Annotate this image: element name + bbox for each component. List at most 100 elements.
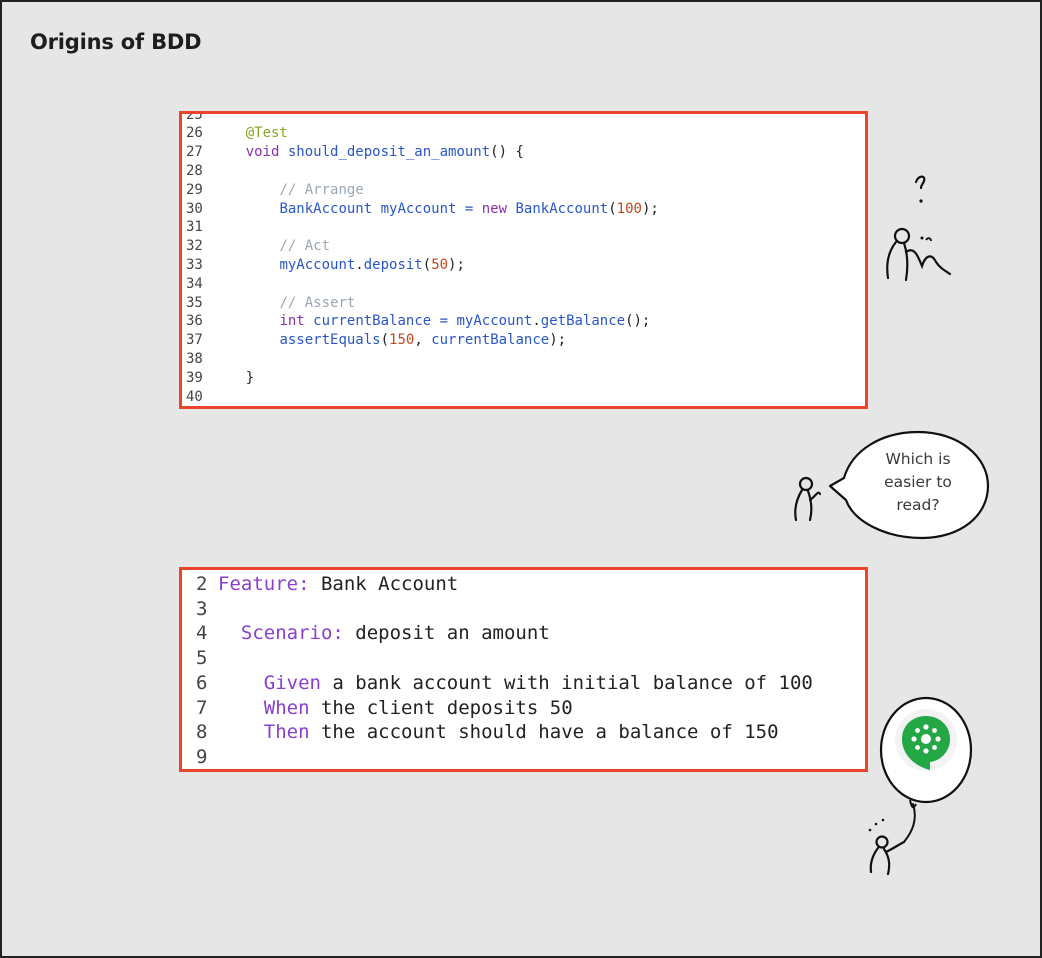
code-line: 31 bbox=[186, 218, 212, 237]
line-number: 27 bbox=[186, 144, 203, 161]
code-token: 50 bbox=[431, 257, 449, 273]
line-number: 36 bbox=[186, 313, 203, 330]
line-number: 40 bbox=[186, 388, 203, 405]
code-token: myAccount bbox=[380, 200, 457, 217]
code-line: 28 bbox=[186, 162, 212, 181]
code-line: 36 int currentBalance = myAccount.getBal… bbox=[186, 312, 650, 331]
code-token: . bbox=[355, 257, 364, 273]
line-number: 26 bbox=[186, 125, 203, 142]
code-token: BankAccount bbox=[279, 200, 373, 217]
code-token: ( bbox=[380, 332, 390, 349]
code-token: myAccount bbox=[456, 313, 533, 330]
speech-bubble bbox=[828, 430, 990, 540]
code-line: 29 // Arrange bbox=[186, 181, 364, 200]
line-number: 35 bbox=[186, 294, 203, 311]
line-number: 31 bbox=[186, 219, 203, 236]
cucumber-logo-icon bbox=[895, 709, 957, 771]
gherkin-text: deposit an amount bbox=[343, 622, 550, 645]
code-token: ( bbox=[608, 200, 617, 217]
code-token bbox=[212, 370, 246, 386]
gherkin-text: a bank account with initial balance of 1… bbox=[320, 671, 813, 694]
line-number: 9 bbox=[196, 745, 208, 768]
code-token: ); bbox=[448, 257, 465, 273]
code-token bbox=[212, 182, 279, 198]
line-number: 6 bbox=[196, 671, 208, 694]
code-token: (); bbox=[625, 313, 651, 330]
code-token: } bbox=[245, 369, 255, 386]
code-token: = bbox=[431, 313, 457, 330]
speech-bubble-line: Which is bbox=[885, 450, 951, 468]
gherkin-keyword: When bbox=[263, 696, 310, 719]
gherkin-line: 4 Scenario: deposit an amount bbox=[196, 621, 550, 646]
code-token bbox=[212, 125, 246, 141]
code-line: 34 bbox=[186, 275, 212, 294]
gherkin-text bbox=[218, 721, 264, 743]
gherkin-line: 6 Given a bank account with initial bala… bbox=[196, 671, 813, 696]
code-line: 38 bbox=[186, 350, 212, 369]
line-number: 32 bbox=[186, 238, 203, 255]
code-line: 26 @Test bbox=[186, 124, 288, 143]
person-question-icon bbox=[886, 175, 952, 282]
line-number: 8 bbox=[196, 721, 208, 744]
line-number: 37 bbox=[186, 332, 203, 349]
line-number: 5 bbox=[196, 647, 208, 670]
line-number: 39 bbox=[186, 369, 203, 386]
line-number: 3 bbox=[196, 597, 208, 620]
line-number: 33 bbox=[186, 257, 203, 273]
code-line: 25 bbox=[186, 111, 212, 124]
code-token bbox=[212, 295, 279, 311]
code-token: 150 bbox=[389, 332, 415, 349]
code-token: deposit bbox=[363, 257, 423, 273]
code-token: getBalance bbox=[540, 313, 626, 330]
code-token: , bbox=[414, 332, 432, 349]
code-token: myAccount bbox=[279, 257, 356, 273]
line-number: 29 bbox=[186, 181, 203, 198]
line-number: 2 bbox=[196, 573, 208, 595]
speech-bubble-line: easier to bbox=[884, 473, 952, 491]
code-token bbox=[212, 201, 279, 217]
code-token: @Test bbox=[245, 125, 288, 142]
code-token: () { bbox=[490, 144, 524, 161]
code-token bbox=[212, 313, 279, 329]
line-number: 30 bbox=[186, 200, 203, 217]
code-token: // Assert bbox=[279, 294, 356, 311]
code-token bbox=[212, 257, 279, 273]
code-line: 40 bbox=[186, 388, 212, 406]
code-line: 27 void should_deposit_an_amount() { bbox=[186, 143, 524, 162]
gherkin-keyword: Scenario: bbox=[240, 622, 344, 645]
code-token: int bbox=[279, 313, 305, 330]
code-token: BankAccount bbox=[515, 200, 609, 217]
code-token: new bbox=[481, 200, 508, 217]
code-token: currentBalance bbox=[431, 332, 550, 349]
line-number: 25 bbox=[186, 111, 203, 123]
gherkin-line: 7 When the client deposits 50 bbox=[196, 696, 573, 721]
gherkin-text: the account should have a balance of 150 bbox=[309, 721, 779, 744]
code-token: 100 bbox=[616, 200, 642, 217]
code-token: . bbox=[532, 313, 541, 330]
gherkin-text bbox=[218, 697, 264, 719]
gherkin-keyword: Then bbox=[263, 721, 310, 744]
gherkin-text: the client deposits 50 bbox=[309, 696, 573, 719]
code-line: 33 myAccount.deposit(50); bbox=[186, 256, 465, 275]
gherkin-text bbox=[218, 672, 264, 694]
code-token: = bbox=[456, 200, 482, 217]
line-number: 38 bbox=[186, 351, 203, 367]
code-token: assertEquals bbox=[279, 332, 381, 349]
code-line: 32 // Act bbox=[186, 237, 330, 256]
code-token: ( bbox=[422, 257, 432, 273]
code-line: 30 BankAccount myAccount = new BankAccou… bbox=[186, 200, 659, 219]
code-token bbox=[305, 313, 313, 329]
code-line: 39 } bbox=[186, 369, 254, 388]
speech-bubble-text: Which is easier to read? bbox=[863, 448, 973, 517]
code-token bbox=[212, 144, 246, 160]
code-token: should_deposit_an_amount bbox=[287, 144, 491, 161]
speech-bubble-line: read? bbox=[896, 496, 940, 514]
gherkin-text bbox=[218, 622, 241, 644]
code-token: ); bbox=[549, 332, 567, 349]
line-number: 28 bbox=[186, 163, 203, 179]
code-token: void bbox=[245, 144, 280, 161]
gherkin-line: 3 bbox=[196, 597, 218, 622]
